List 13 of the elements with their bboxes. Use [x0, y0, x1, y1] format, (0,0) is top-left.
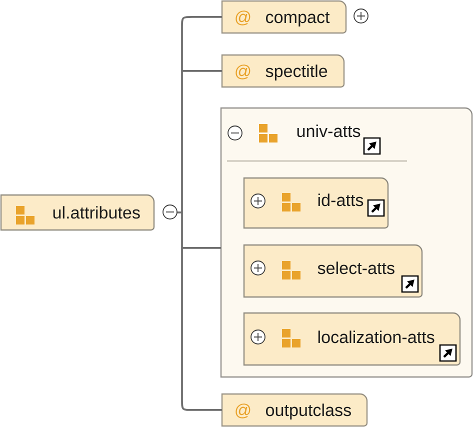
connector-line	[181, 70, 183, 212]
attribute-group-box: select-atts	[243, 244, 423, 298]
connector-line	[181, 248, 222, 411]
attribute-group-box: id-atts	[243, 177, 389, 229]
connector-line	[182, 247, 221, 249]
attribute-box: @ outputclass	[221, 393, 368, 427]
attribute-box: @ spectitle	[221, 54, 345, 88]
attribute-group-box: ul.attributes	[0, 194, 155, 231]
connector-line	[182, 70, 222, 72]
attribute-box: @ compact	[221, 0, 347, 34]
connector-line	[181, 212, 183, 248]
connector-line	[181, 16, 222, 71]
attribute-group-box: localization-atts	[243, 312, 461, 366]
